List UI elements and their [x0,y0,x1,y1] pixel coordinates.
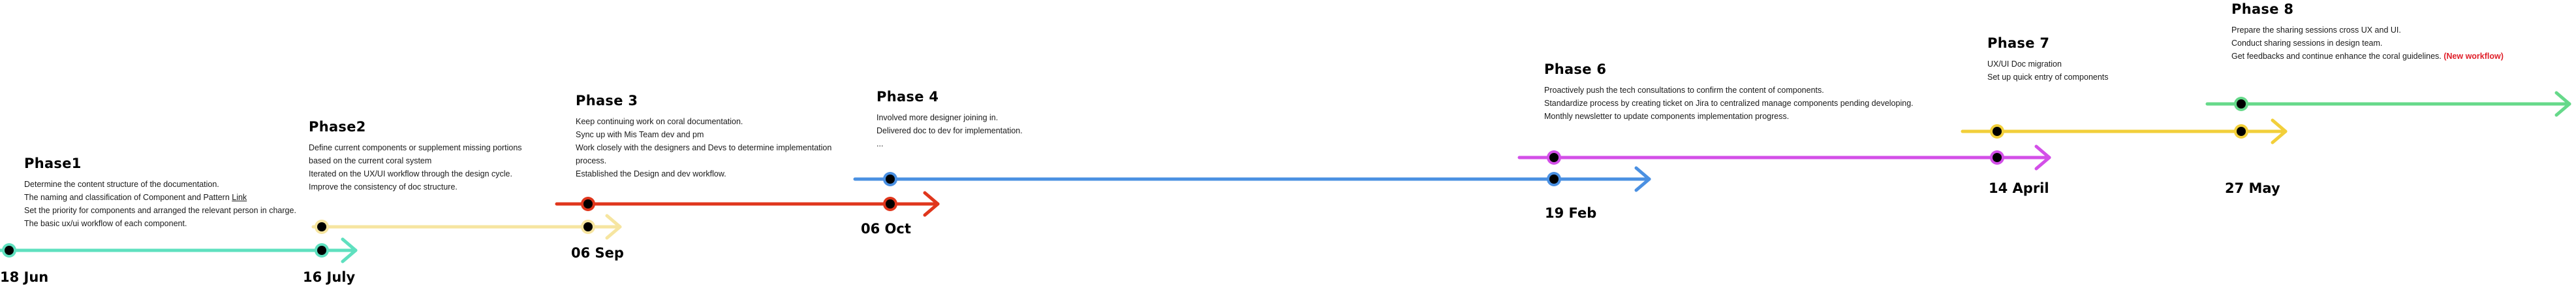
phase-1-line-1: Determine the content structure of the d… [24,180,219,189]
phase-3-title: Phase 3 [576,93,638,109]
phase-7-line-1: UX/UI Doc migration [1987,59,2062,69]
phase-2-line-4: Improve the consistency of doc structure… [309,182,458,192]
phase-3-block: Phase 3 Keep continuing work on coral do… [576,93,863,180]
milestone-dot-center-19-feb-blue [1549,175,1559,184]
date-19-feb: 19 Feb [1545,205,1597,221]
phase-7-block: Phase 7 UX/UI Doc migration Set up quick… [1987,35,2183,84]
phase-8-line-3: Get feedbacks and continue enhance the c… [2231,50,2558,63]
phase-1-block: Phase1 Determine the content structure o… [24,156,311,230]
phase-4-block: Phase 4 Involved more designer joining i… [877,89,1111,150]
phase-3-line-4: process. [576,156,607,165]
phase-6-line-3: Monthly newsletter to update components … [1544,112,1790,121]
phase-8-block: Phase 8 Prepare the sharing sessions cro… [2231,1,2558,63]
phase-8-line-3-text: Get feedbacks and continue enhance the c… [2231,52,2444,61]
phase-4-line-3: ... [877,139,884,148]
date-06-sep: 06 Sep [571,245,624,261]
new-workflow-highlight: (New workflow) [2444,52,2504,61]
phase-1-line-3: Set the priority for components and arra… [24,206,296,215]
phase-3-line-1: Keep continuing work on coral documentat… [576,117,743,126]
arrowhead-icon-green [2554,91,2571,117]
phase-3-line-3: Work closely with the designers and Devs… [576,143,832,152]
phase-3-line-5: Established the Design and dev workflow. [576,169,726,178]
phase-8-title: Phase 8 [2231,1,2294,17]
phase-2-line-2: based on the current coral system [309,156,432,165]
phase-1-line-2-text: The naming and classification of Compone… [24,193,232,202]
phase-6-block: Phase 6 Proactively push the tech consul… [1544,61,1962,123]
milestone-dot-center-06-sep-red [583,199,593,209]
arrowhead-icon-red [923,191,940,217]
phase-7-line-2: Set up quick entry of components [1987,73,2109,82]
milestone-dot-center-06-oct-red [886,199,895,209]
phase-2-block: Phase2 Define current components or supp… [309,119,557,193]
milestone-dot-center-27-may-yellow [2237,127,2246,136]
phase-1-line-2: The naming and classification of Compone… [24,191,311,204]
milestone-dot-center-16-july-yellow [317,222,326,231]
arrowhead-icon-blue [1634,166,1651,192]
date-14-april: 14 April [1989,180,2049,196]
phase-2-title: Phase2 [309,119,366,135]
date-27-may: 27 May [2225,180,2280,196]
date-06-oct: 06 Oct [861,221,911,237]
phase-6-line-1: Proactively push the tech consultations … [1544,86,1824,95]
phase-2-line-1: Define current components or supplement … [309,143,522,152]
phase-4-title: Phase 4 [877,89,939,105]
arrowhead-icon-magenta [2034,144,2051,171]
milestone-dot-center-16-july-teal [317,246,326,255]
component-pattern-link[interactable]: Link [232,193,247,202]
milestone-dot-center-27-may-green [2237,99,2246,109]
phase-6-line-2: Standardize process by creating ticket o… [1544,99,1914,108]
milestone-dot-center-14-april-magenta [1993,153,2002,162]
milestone-dot-center-18-jun [5,246,14,255]
phase-7-title: Phase 7 [1987,35,2050,51]
arrowhead-icon-pale-yellow [605,214,622,240]
arrowhead-icon-teal [341,237,358,263]
phase-1-line-4: The basic ux/ui workflow of each compone… [24,219,187,228]
date-16-july: 16 July [303,269,356,285]
milestone-dot-center-06-oct-blue [886,175,895,184]
milestone-dot-center-06-sep-yellow [583,222,593,231]
milestone-dot-center-14-april-yellow [1993,127,2002,136]
phase-6-title: Phase 6 [1544,61,1607,77]
milestone-dot-center-19-feb-magenta [1549,153,1559,162]
phase-2-line-3: Iterated on the UX/UI workflow through t… [309,169,512,178]
phase-1-title: Phase1 [24,156,82,171]
date-18-jun: 18 Jun [0,269,49,285]
arrowhead-icon-yellow [2271,118,2288,144]
phase-8-line-2: Conduct sharing sessions in design team. [2231,39,2383,48]
phase-8-line-1: Prepare the sharing sessions cross UX an… [2231,25,2401,35]
phase-3-line-2: Sync up with Mis Team dev and pm [576,130,704,139]
phase-4-line-2: Delivered doc to dev for implementation. [877,126,1023,135]
phase-4-line-1: Involved more designer joining in. [877,113,999,122]
